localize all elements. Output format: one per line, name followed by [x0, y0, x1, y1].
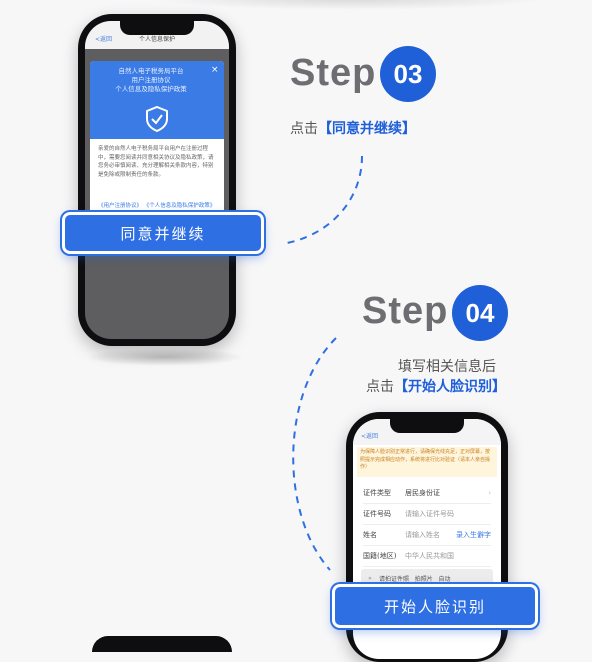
field-value: 请输入姓名	[405, 531, 440, 539]
toolbar-options[interactable]: 请拍证件照 拍照片 自动	[379, 575, 451, 583]
field-label: 证件类型	[363, 489, 391, 497]
form-row-nationality[interactable]: 国籍(地区) 中华人民共和国	[363, 546, 491, 567]
modal-header: 自然人电子税务局平台 用户注册协议 个人信息及隐私保护政策 ×	[90, 61, 224, 139]
phone-notch	[120, 21, 194, 35]
rare-char-button[interactable]: 录入生僻字	[456, 531, 491, 539]
field-value: 居民身份证	[405, 489, 440, 497]
notice-banner: 为保障人脸识别正常进行，请确保光线充足，正对屏幕，按照提示完成相应动作，系统将进…	[357, 447, 497, 477]
step3-caption-highlight: 【同意并继续】	[318, 121, 416, 137]
step4-caption-line1: 填写相关信息后	[398, 359, 496, 375]
back-button[interactable]: <返回	[95, 36, 113, 43]
agreement-modal: 自然人电子税务局平台 用户注册协议 个人信息及隐私保护政策 × 亲爱的自然人电子…	[90, 61, 224, 221]
agreement-links[interactable]: 《用户注册协议》 《个人信息及隐私保护政策》	[98, 203, 216, 209]
step3-caption-prefix: 点击	[290, 121, 318, 137]
phone-shadow	[85, 348, 245, 366]
phone-notch	[390, 419, 464, 433]
modal-title: 自然人电子税务局平台 用户注册协议 个人信息及隐私保护政策	[115, 67, 187, 93]
form-row-name[interactable]: 姓名 请输入姓名 录入生僻字	[363, 525, 491, 546]
start-face-recognition-button[interactable]: 开始人脸识别	[332, 584, 538, 628]
step4-label: Step	[362, 290, 449, 332]
agreement-body: 亲爱的自然人电子税务局平台用户在注册过程中，需要您阅读并同意相关协议及隐私政策，…	[98, 146, 214, 178]
back-button[interactable]: <返回	[361, 433, 379, 440]
form-row-id-type[interactable]: 证件类型 居民身份证 ›	[363, 483, 491, 504]
phone-step3: <返回 个人信息保护 自然人电子税务局平台 用户注册协议 个人信息及隐私保护政策…	[78, 14, 236, 346]
step4-caption: 点击【开始人脸识别】	[366, 376, 506, 396]
field-value: 请输入证件号码	[405, 510, 454, 518]
page-title: 个人信息保护	[139, 36, 176, 43]
field-label: 国籍(地区)	[363, 552, 397, 560]
phone-screen: <返回 个人信息保护 自然人电子税务局平台 用户注册协议 个人信息及隐私保护政策…	[85, 21, 229, 339]
chevron-right-icon: ›	[488, 489, 491, 497]
step4-number-badge: 04	[452, 285, 508, 341]
step3-caption: 点击【同意并继续】	[290, 118, 416, 138]
shield-check-icon	[146, 105, 168, 133]
step4-caption-highlight: 【开始人脸识别】	[394, 379, 506, 395]
field-value: 中华人民共和国	[405, 552, 454, 560]
dashed-connector-2	[292, 337, 337, 571]
step3-label: Step	[290, 52, 377, 94]
input-toolbar: » 请拍证件照 拍照片 自动	[361, 569, 493, 587]
form-row-id-number[interactable]: 证件号码 请输入证件号码	[363, 504, 491, 525]
top-shadow	[150, 0, 550, 10]
next-phone-partial	[92, 636, 232, 652]
toolbar-expand-icon[interactable]: »	[368, 574, 372, 582]
step3-number-badge: 03	[380, 46, 436, 102]
dashed-connector-1	[281, 155, 363, 245]
step4-caption-prefix: 点击	[366, 379, 394, 395]
field-label: 证件号码	[363, 510, 391, 518]
field-label: 姓名	[363, 531, 377, 539]
close-icon[interactable]: ×	[211, 65, 219, 75]
agree-continue-button[interactable]: 同意并继续	[62, 212, 264, 254]
